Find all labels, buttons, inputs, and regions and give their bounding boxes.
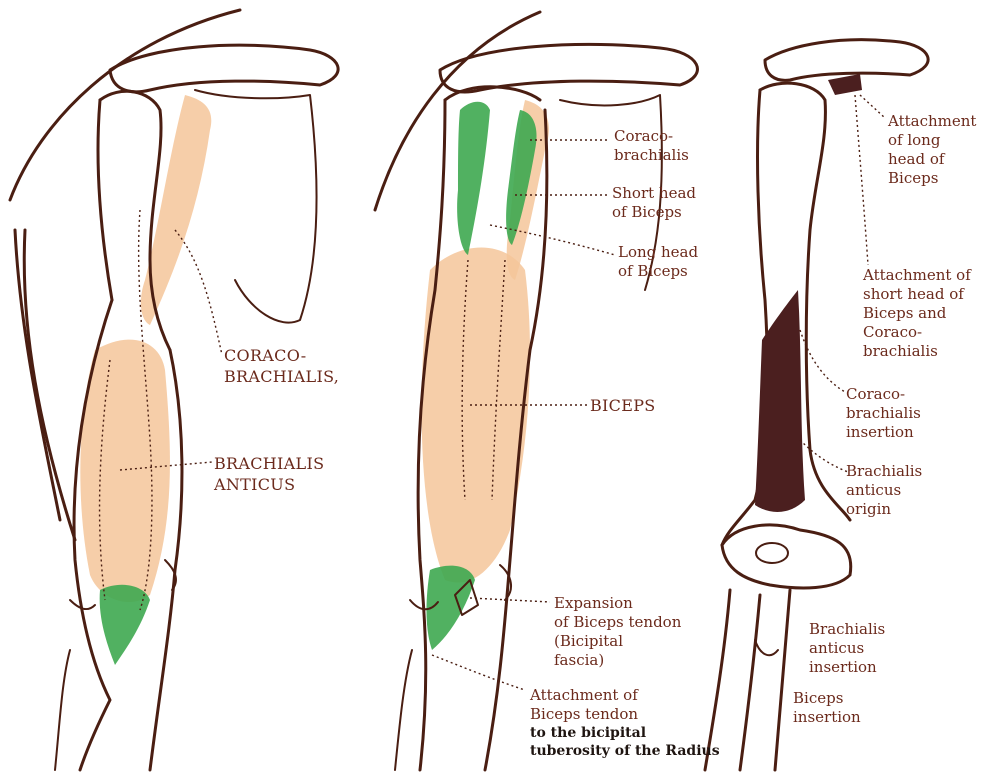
left-humerus-inner	[98, 100, 112, 300]
right-olecranon-fossa	[756, 543, 788, 563]
middle-long-head	[457, 102, 490, 255]
label-coracobrachialis-insertion: Coraco- brachialis insertion	[846, 385, 921, 442]
middle-clavicle	[440, 44, 697, 91]
left-clavicle	[110, 45, 338, 92]
label-bicipital-fascia: Expansion of Biceps tendon (Bicipital fa…	[554, 594, 681, 670]
middle-forearm-line	[395, 650, 412, 770]
right-short-head-leader	[855, 95, 868, 265]
left-arm-panel	[10, 10, 338, 770]
left-scapula	[195, 90, 317, 323]
right-radius-inner	[740, 595, 760, 770]
label-brachialis-anticus-caps: BRACHIALIS ANTICUS	[214, 453, 324, 495]
label-short-head-attachment: Attachment of short head of Biceps and C…	[863, 266, 971, 361]
right-long-head-leader	[860, 95, 885, 118]
right-long-head-attachment-mark	[828, 74, 862, 95]
label-brachialis-origin: Brachialis anticus origin	[846, 462, 922, 519]
label-biceps-insertion: Biceps insertion	[793, 689, 861, 727]
label-short-head-biceps: Short head of Biceps	[612, 184, 696, 222]
left-brachialis-tendon	[100, 585, 150, 665]
label-coracobrachialis: Coraco- brachialis	[614, 127, 689, 165]
left-forearm-line	[55, 650, 70, 770]
right-clavicle	[765, 40, 928, 81]
left-shoulder-outline	[10, 10, 240, 200]
middle-biceps-tendon	[426, 566, 475, 650]
middle-expansion-leader	[470, 598, 550, 602]
label-long-head-biceps: Long head of Biceps	[618, 243, 698, 281]
right-brachialis-origin-area	[755, 290, 805, 512]
left-torso-outline	[24, 230, 75, 540]
label-coracobrachialis-caps: CORACO- BRACHIALIS,	[224, 345, 339, 387]
right-ulna-outer	[775, 590, 790, 770]
label-long-head-attachment: Attachment of long head of Biceps	[888, 112, 976, 188]
left-torso-inner	[15, 230, 60, 520]
right-bicipital-tuberosity	[755, 640, 778, 655]
middle-attachment-leader	[432, 655, 525, 690]
left-coracobrachialis-leader	[175, 230, 222, 355]
label-attachment-biceps-tendon: Attachment of Biceps tendon	[530, 686, 638, 724]
label-bicipital-tuberosity: to the bicipital tuberosity of the Radiu…	[530, 724, 720, 760]
left-brachialis-muscle	[80, 340, 170, 602]
right-brachialis-origin-leader	[800, 440, 848, 472]
label-brachialis-insertion: Brachialis anticus insertion	[809, 620, 885, 677]
label-biceps: BICEPS	[590, 395, 656, 416]
